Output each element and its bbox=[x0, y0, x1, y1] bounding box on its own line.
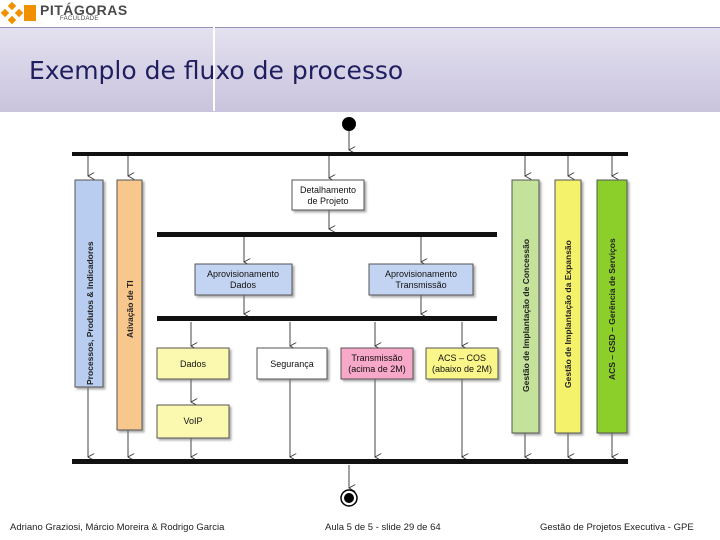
lane-processos-label: Processos, Produtos & Indicadores bbox=[85, 241, 95, 385]
start-node bbox=[342, 117, 356, 131]
box-aprov-dados-line2: Dados bbox=[230, 280, 257, 290]
box-detalhamento-line1: Detalhamento bbox=[300, 185, 356, 195]
box-dados-label: Dados bbox=[180, 359, 207, 369]
box-aprov-dados-line1: Aprovisionamento bbox=[207, 269, 279, 279]
box-seguranca-label: Segurança bbox=[270, 359, 314, 369]
box-aprov-trans bbox=[368, 263, 474, 296]
title-band bbox=[0, 27, 720, 112]
footer-slide-info: Aula 5 de 5 - slide 29 de 64 bbox=[325, 522, 441, 533]
box-aprov-trans-line2: Transmissão bbox=[395, 280, 446, 290]
title-divider bbox=[213, 27, 215, 111]
box-aprov-trans-line1: Aprovisionamento bbox=[385, 269, 457, 279]
lane-gestao-concessao bbox=[511, 179, 540, 434]
box-detalhamento-line2: de Projeto bbox=[307, 196, 348, 206]
end-node-ring bbox=[340, 489, 358, 507]
box-transmissao-line1: Transmissão bbox=[351, 353, 402, 363]
slide-title: Exemplo de fluxo de processo bbox=[29, 56, 404, 85]
join-bar-bottom bbox=[72, 459, 628, 464]
lane-processos bbox=[74, 179, 104, 388]
box-transmissao bbox=[340, 347, 414, 380]
box-acs-cos bbox=[425, 347, 499, 380]
lane-gestao-expansao-label: Gestão de Implantação da Expansão bbox=[563, 240, 573, 388]
logo-icon bbox=[0, 1, 36, 25]
box-aprov-dados bbox=[194, 263, 293, 296]
box-voip-label: VoIP bbox=[183, 416, 202, 426]
sync-bar-2 bbox=[157, 316, 497, 321]
box-detalhamento bbox=[291, 179, 365, 211]
footer-authors: Adriano Graziosi, Márcio Moreira & Rodri… bbox=[10, 522, 225, 533]
box-acs-cos-line2: (abaixo de 2M) bbox=[432, 364, 492, 374]
faculty-logo: PITÁGORAS FACULDADE bbox=[0, 0, 130, 26]
box-acs-cos-line1: ACS – COS bbox=[438, 353, 486, 363]
logo-subtitle: FACULDADE bbox=[60, 16, 99, 22]
lane-acs-gsd-label: ACS – GSD – Gerência de Serviços bbox=[607, 238, 617, 380]
box-transmissao-line2: (acima de 2M) bbox=[348, 364, 406, 374]
lane-gestao-concessao-label: Gestão de Implantação de Concessão bbox=[521, 239, 531, 392]
connectors bbox=[88, 131, 612, 488]
end-node bbox=[344, 493, 354, 503]
lane-gestao-expansao bbox=[554, 179, 582, 434]
box-seguranca bbox=[256, 347, 328, 380]
fork-bar-top bbox=[72, 152, 628, 156]
lane-acs-gsd bbox=[596, 179, 628, 434]
sync-bar-1 bbox=[157, 232, 497, 237]
footer-course: Gestão de Projetos Executiva - GPE bbox=[540, 522, 694, 533]
box-dados bbox=[156, 347, 230, 380]
lane-ativacao bbox=[116, 179, 143, 431]
box-voip bbox=[156, 404, 230, 439]
lane-ativacao-label: Ativação de TI bbox=[125, 280, 135, 338]
logo-name: PITÁGORAS bbox=[40, 2, 128, 18]
